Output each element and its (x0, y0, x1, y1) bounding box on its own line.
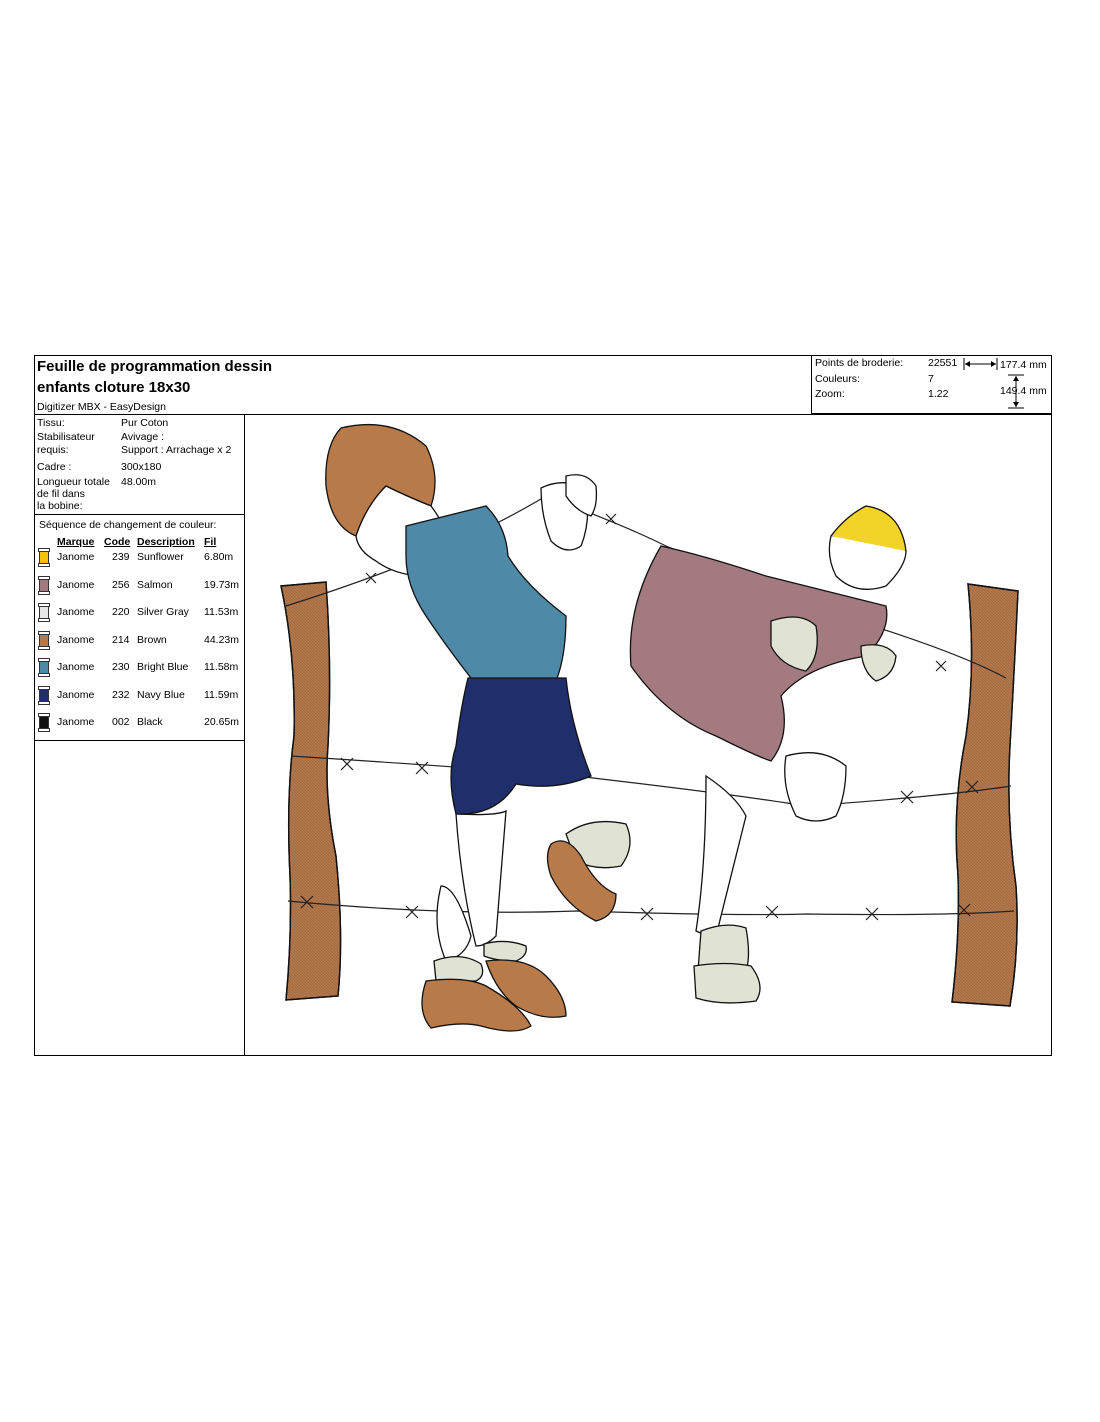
thread-spool-icon (38, 630, 50, 650)
row-fil: 19.73m (204, 578, 240, 591)
table-row: Janome 256 Salmon 19.73m (35, 575, 244, 597)
embroidery-design-image (280, 423, 1019, 1032)
embroidery-preview (246, 416, 1051, 1055)
height-value: 149.4 mm (1000, 385, 1047, 397)
info-panel: Tissu: Pur Coton Stabilisateur requis: A… (35, 415, 245, 1055)
row-fil: 6.80m (204, 551, 234, 563)
row-marque: Janome (57, 661, 95, 673)
info-separator (35, 514, 244, 515)
row-code: 220 (112, 606, 130, 618)
colors-value: 7 (928, 373, 934, 385)
header-divider (35, 414, 1051, 415)
cadre-value: 300x180 (121, 461, 162, 473)
row-description: Silver Gray (137, 606, 189, 618)
row-marque: Janome (57, 633, 95, 646)
dimension-arrows-icon (963, 358, 1024, 409)
col-header-fil: Fil (204, 536, 217, 548)
thread-spool-icon (38, 603, 50, 622)
stats-panel: Points de broderie: 22551 Couleurs: 7 Zo… (811, 356, 1052, 414)
row-fil: 20.65m (204, 716, 240, 728)
row-description: Sunflower (137, 551, 184, 563)
sequence-title: Séquence de changement de couleur: (39, 519, 217, 531)
row-fil: 11.58m (204, 661, 239, 673)
row-marque: Janome (57, 688, 95, 701)
stab-value-1: Avivage : (121, 431, 164, 443)
sheet-header: Feuille de programmation dessin enfants … (35, 356, 811, 414)
tissu-label: Tissu: (37, 417, 65, 429)
row-code: 214 (112, 633, 130, 646)
row-marque: Janome (57, 551, 95, 563)
table-row: Janome 002 Black 20.65m (35, 712, 244, 734)
zoom-label: Zoom: (815, 388, 845, 400)
row-code: 232 (112, 688, 130, 701)
row-marque: Janome (57, 716, 95, 728)
row-description: Navy Blue (137, 688, 185, 701)
software-label: Digitizer MBX - EasyDesign (37, 401, 166, 413)
stab-value-2: Support : Arrachage x 2 (121, 444, 232, 456)
colors-label: Couleurs: (815, 373, 860, 385)
table-row: Janome 220 Silver Gray 11.53m (35, 602, 244, 624)
thread-spool-icon (38, 575, 50, 595)
table-row: Janome 239 Sunflower 6.80m (35, 547, 244, 569)
row-code: 002 (112, 716, 130, 728)
programming-sheet: Feuille de programmation dessin enfants … (34, 355, 1052, 1056)
table-row: Janome 232 Navy Blue 11.59m (35, 685, 244, 707)
thread-spool-icon (38, 658, 50, 677)
tissu-value: Pur Coton (121, 417, 169, 429)
stab-label-1: Stabilisateur (37, 431, 95, 443)
table-row: Janome 230 Bright Blue 11.58m (35, 657, 244, 679)
row-code: 239 (112, 551, 130, 563)
col-header-code: Code (104, 536, 131, 548)
col-header-marque: Marque (57, 536, 95, 548)
row-description: Salmon (137, 578, 173, 591)
sheet-title-line1: Feuille de programmation dessin (37, 358, 273, 375)
row-description: Black (137, 716, 163, 728)
longueur-label-2: de fil dans (37, 488, 85, 500)
table-separator (35, 740, 244, 741)
cadre-label: Cadre : (37, 461, 72, 473)
thread-spool-icon (38, 548, 50, 567)
row-fil: 11.53m (204, 606, 239, 618)
row-marque: Janome (57, 578, 95, 591)
row-description: Brown (137, 633, 167, 646)
row-code: 230 (112, 661, 130, 673)
width-value: 177.4 mm (1000, 359, 1047, 371)
zoom-value: 1.22 (928, 388, 949, 400)
points-value: 22551 (928, 357, 958, 369)
col-header-description: Description (137, 536, 195, 548)
longueur-label-1: Longueur totale (37, 476, 110, 488)
row-fil: 11.59m (204, 688, 239, 701)
thread-spool-icon (38, 713, 50, 732)
points-label: Points de broderie: (815, 357, 904, 369)
sheet-title-line2: enfants cloture 18x30 (37, 379, 191, 396)
thread-spool-icon (38, 685, 50, 705)
row-description: Bright Blue (137, 661, 189, 673)
row-code: 256 (112, 578, 130, 591)
row-marque: Janome (57, 606, 95, 618)
longueur-value: 48.00m (121, 476, 157, 488)
table-row: Janome 214 Brown 44.23m (35, 630, 244, 652)
longueur-label-3: la bobine: (37, 500, 83, 512)
row-fil: 44.23m (204, 633, 240, 646)
stab-label-2: requis: (37, 444, 69, 456)
